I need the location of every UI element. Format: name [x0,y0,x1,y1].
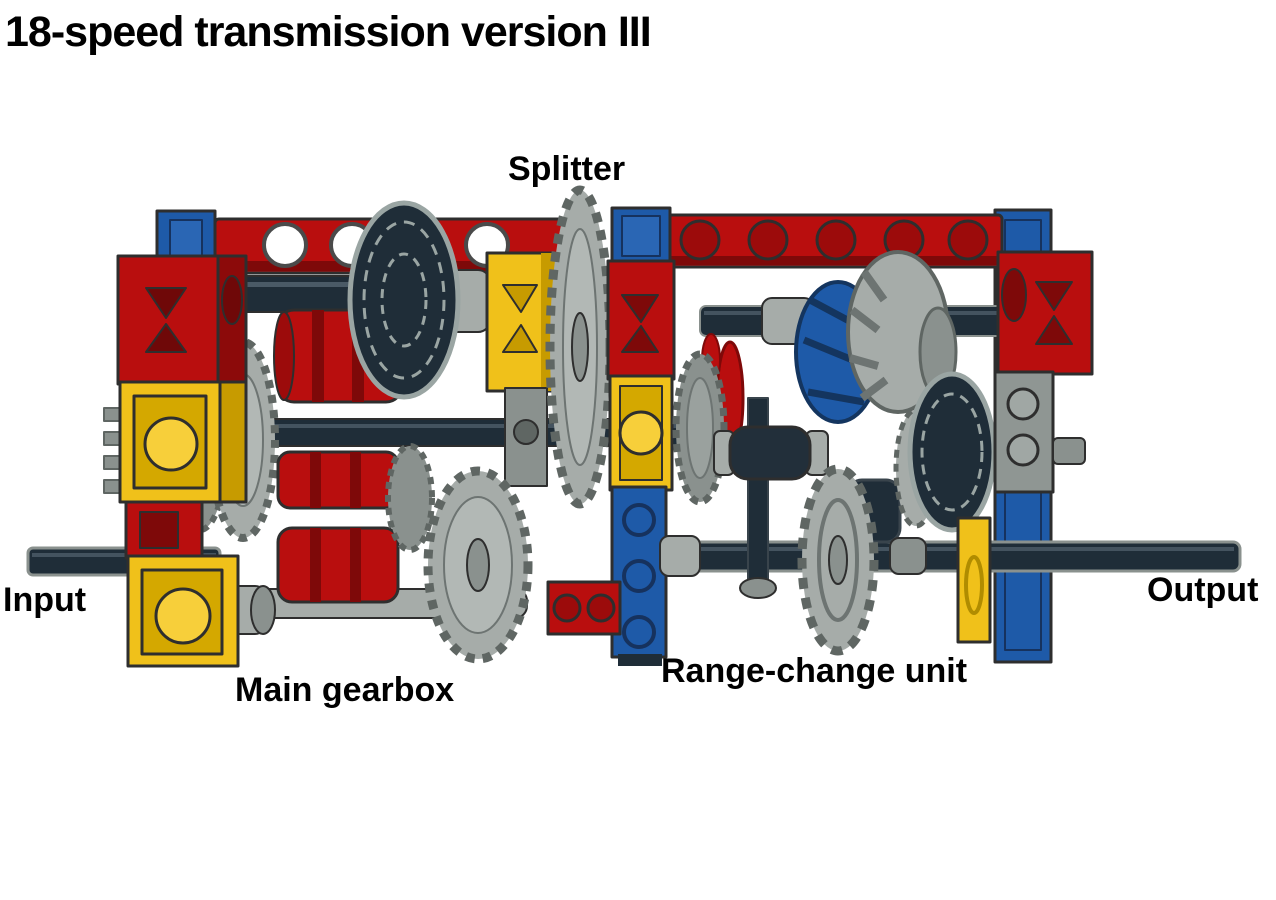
output-bushes [659,535,927,577]
gray-gear-center-right [672,350,728,506]
splitter-gear [545,185,615,509]
label-splitter: Splitter [508,150,626,188]
right-red-block [996,250,1094,376]
center-stack [606,206,676,666]
right-yellow-plate [956,516,992,644]
left-red-block-small [124,500,204,560]
red-clutch-drums-bottom [276,526,400,604]
page-title: 18-speed transmission version III [5,8,652,56]
left-yellow-block-upper [118,380,248,504]
big-gray-gear-bottom-left [423,466,533,664]
left-yellow-block-lower [126,554,240,668]
gray-post-under-connector [504,387,548,487]
crown-gear [797,464,879,656]
left-gear-teeth [103,407,121,494]
label-range-change-unit: Range-change unit [661,652,968,690]
right-gray-beam [993,370,1086,494]
dark-coupler [713,425,829,481]
left-red-block [116,254,248,386]
gray-bevel-gear-right [846,250,958,414]
red-clutch-drums-middle [276,450,400,510]
dark-turntable-gear-left [347,200,491,400]
yellow-connector-top [485,251,557,393]
bevel-gear-small-center [385,443,435,553]
label-input: Input [3,581,87,619]
output-shaft [650,540,1242,573]
top-right-red-beam [650,213,1004,269]
label-output: Output [1147,571,1259,609]
label-main-gearbox: Main gearbox [235,671,455,709]
bottom-red-beam [546,580,622,636]
